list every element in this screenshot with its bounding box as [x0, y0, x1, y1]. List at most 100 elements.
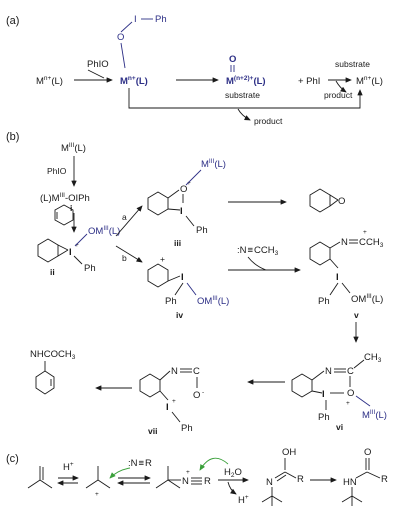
imidate-R: R: [297, 474, 304, 485]
oxidant-I: I: [134, 14, 137, 25]
product-1-curve: [335, 80, 347, 93]
start-metal: MIII(L): [61, 142, 86, 154]
vii-bond-Ph: [171, 411, 181, 423]
phio-curve: [87, 69, 105, 79]
ii-Ph: Ph: [84, 263, 96, 274]
imidate-OH: OH: [282, 447, 296, 458]
isob-1: [27, 479, 41, 489]
cat-1: [85, 479, 99, 489]
v-bond-Ph: [329, 282, 339, 296]
label-vi: vi: [336, 422, 343, 432]
amide-CR: [366, 471, 381, 479]
arrow-path-a: [115, 205, 143, 237]
nitrile-c: :N≡R: [128, 458, 152, 469]
imid-tbu2: [261, 495, 273, 503]
ii-plus: +: [75, 242, 79, 249]
amide-O: O: [364, 447, 371, 458]
label-i: i: [70, 203, 72, 213]
isob-2: [39, 479, 53, 489]
iii-bond-I: [167, 208, 181, 211]
vi-plus: +: [346, 400, 350, 407]
epoxide-bond1: [329, 194, 339, 201]
epoxide-ring: [309, 188, 331, 213]
label-iv: iv: [176, 310, 183, 320]
bond-O-M: [120, 42, 126, 69]
oxidant-Ph: Ph: [155, 14, 167, 25]
iv-Ph: Ph: [165, 296, 177, 307]
iii-Ph: Ph: [196, 225, 208, 236]
ii-bond1: [57, 244, 69, 251]
oxidant-O: O: [117, 32, 124, 43]
oxo-O: O: [229, 54, 236, 65]
label-v: v: [354, 310, 359, 320]
v-CH3: CH3: [366, 237, 384, 249]
label-vii: vii: [148, 426, 157, 436]
iv-I: I: [181, 272, 184, 283]
panel-b: (b) MIII(L) PhIO (L)MIII-OIPh i I + OMII…: [6, 131, 387, 436]
path-a-label: a: [122, 212, 127, 222]
amide-CN: [355, 471, 368, 479]
iii-I: I: [180, 206, 183, 217]
v-C: C: [359, 237, 366, 248]
water: H2O: [224, 467, 242, 479]
panel-a-label: (a): [6, 15, 19, 27]
cyclohexene: [54, 204, 74, 226]
amide-tbu3: [351, 495, 363, 503]
metal-oxo: M(n+2)+(L): [226, 75, 266, 87]
iii-bond-M: [185, 169, 202, 186]
panel-b-label: (b): [6, 131, 19, 143]
vii-Ph: Ph: [181, 423, 193, 434]
nit-2: [167, 479, 181, 489]
epoxide-O: O: [338, 196, 345, 207]
vi-ring: [291, 373, 313, 398]
vii-bond-I: [159, 390, 169, 401]
vi-M: MIII(L): [362, 409, 387, 421]
panel-a: (a) Mn+(L) PhIO O I Ph Mn+(L) O M(n+2)+(…: [6, 14, 383, 126]
iv-bond-OM: [186, 282, 197, 296]
vi-bond-CH3: [353, 359, 365, 369]
vi-I: I: [322, 389, 325, 400]
ii-bond-Ph: [73, 255, 83, 265]
green-arrow-2: [199, 457, 229, 471]
iv-ring: [147, 263, 169, 288]
panel-c-label: (c): [6, 453, 19, 465]
product-2: product: [254, 116, 283, 126]
amide-tbu2: [341, 495, 353, 503]
nitrile-curve: [247, 256, 267, 271]
metal-adduct: Mn+(L): [120, 75, 148, 87]
product-amide: NHCOCH3: [30, 349, 76, 361]
epoxide-bond2: [329, 199, 339, 207]
arrow-path-b: [115, 245, 143, 263]
imidate-N: N: [266, 477, 273, 488]
proton-loss: [227, 481, 237, 495]
imid-R-bond: [284, 471, 297, 479]
iv-bond-I: [167, 275, 181, 282]
vii-plus: +: [172, 398, 176, 405]
ii-bond-OM: [74, 233, 88, 247]
iii-ring: [147, 191, 169, 216]
panel-c: (c) H+ + :N≡R N + R H2O: [6, 447, 388, 506]
vi-bond-M: [355, 395, 371, 407]
v-I: I: [336, 272, 339, 283]
v-bond-OM: [341, 282, 351, 294]
proton-1: H+: [63, 461, 74, 473]
imid-N-bond1: [274, 471, 286, 479]
proton-2: H+: [238, 494, 249, 506]
v-bond-I: [329, 258, 339, 269]
ii-I: I: [69, 247, 72, 258]
vi-CH3: CH3: [364, 352, 382, 364]
phio-b: PhIO: [47, 166, 67, 176]
v-Ph: Ph: [318, 296, 330, 307]
iii-bond-Ph: [185, 215, 195, 227]
cat-2: [97, 479, 111, 489]
v-ring: [309, 241, 331, 266]
nitrilium-N: N: [182, 476, 189, 487]
vi-bond-I: [311, 390, 323, 394]
arrow-a-loop: [128, 88, 363, 109]
v-bond-N: [329, 241, 341, 249]
vii-bond-N: [159, 370, 171, 381]
v-OM: OMIII(L): [351, 293, 383, 305]
iii-O: O: [180, 184, 187, 195]
iv-plus: +: [160, 254, 165, 264]
